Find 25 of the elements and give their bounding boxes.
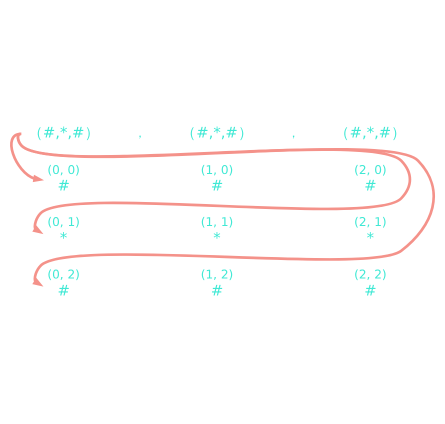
node-text: # [210,282,224,300]
node-text: （#,*,#） [334,124,406,142]
node-text: # [364,282,377,300]
label: ， [288,125,300,140]
node-text: # [210,177,224,194]
node-text: # [57,177,70,194]
node-text: # [57,282,70,300]
node-text: # [364,177,377,194]
node-label: (0, 0) [47,162,80,176]
node-text: * [366,230,374,247]
node-text: （#,*,#） [181,124,253,142]
node-text: * [213,230,221,247]
node-text: * [60,230,68,247]
label: ， [134,125,146,140]
node-label: (1, 2) [200,267,234,282]
node-text: （#,*,#） [28,124,100,142]
node-label: (0, 1) [47,214,80,229]
node-label: (0, 2) [47,267,80,282]
arrow [18,132,435,286]
node-label: (2, 2) [354,267,387,282]
node-label: (1, 1) [200,214,234,229]
node-label: (1, 0) [200,162,234,176]
node-label: (2, 1) [354,214,387,229]
node-label: (2, 0) [354,162,387,176]
arrow [10,132,44,182]
